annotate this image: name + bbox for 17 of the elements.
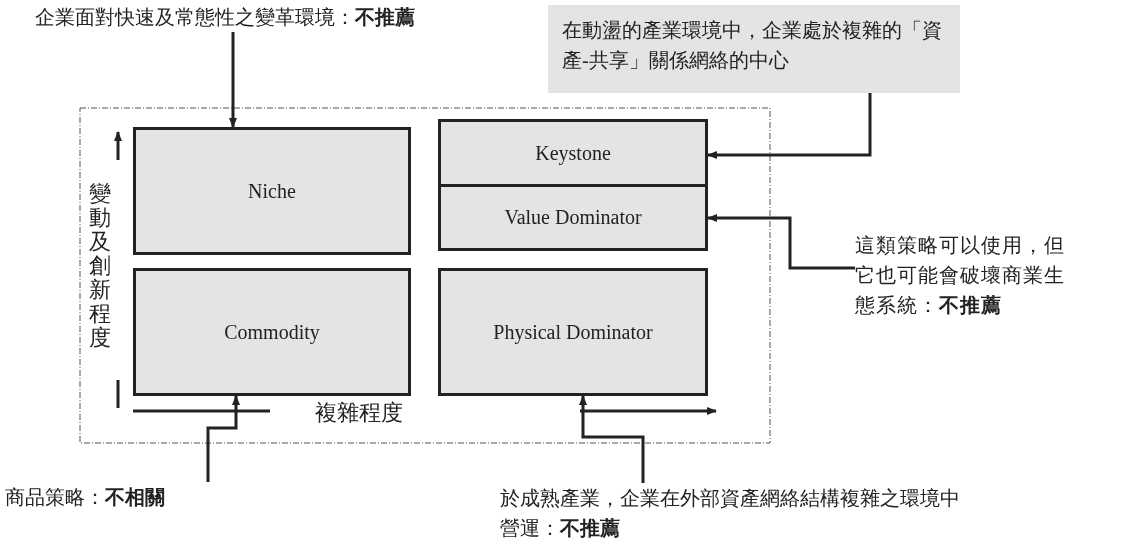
callout-box: 在動盪的產業環境中，企業處於複雜的「資產-共享」關係網絡的中心 [548,5,960,93]
arrow [707,214,855,270]
quadrant-box: Keystone [438,119,708,187]
axis-label: 複雜程度 [315,399,403,427]
arrow [579,395,645,483]
quadrant-box: Value Dominator [438,184,708,251]
arrow [707,93,872,159]
quadrant-box: Commodity [133,268,411,396]
axis-label: 變動及創新程度 [88,182,112,350]
quadrant-box: Physical Dominator [438,268,708,396]
quadrant-box: Niche [133,127,411,255]
annotation-text: 商品策略：不相關 [5,482,220,512]
annotation-text: 於成熟產業，企業在外部資產網絡結構複雜之環境中營運：不推薦 [500,483,975,543]
annotation-text: 企業面對快速及常態性之變革環境：不推薦 [35,2,535,32]
arrow [229,32,237,128]
arrow [206,395,240,482]
annotation-text: 這類策略可以使用，但它也可能會破壞商業生態系統：不推薦 [855,230,1070,322]
